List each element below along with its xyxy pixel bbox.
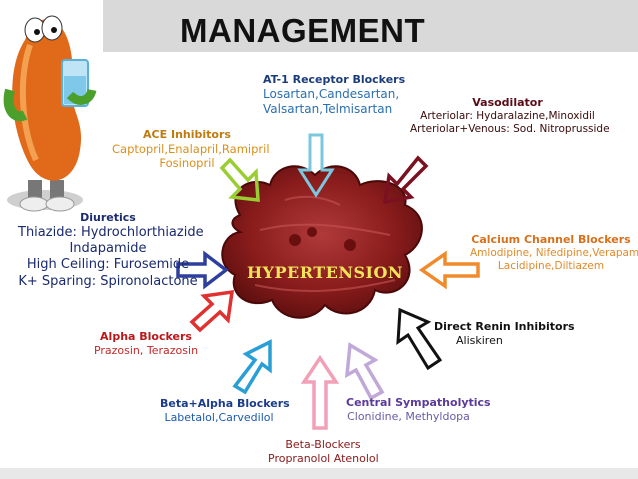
alpha-arrow xyxy=(189,289,235,333)
ace-arrow xyxy=(219,157,260,202)
beta-alpha-line-1: Labetalol,Carvedilol xyxy=(164,410,274,424)
ccb-line-1: Amlodipine, Nifedipine,Verapamil, xyxy=(470,246,638,259)
ccb-arrow xyxy=(418,250,480,290)
diuretics-line-3: High Ceiling: Furosemide xyxy=(26,257,190,273)
renin-title: Direct Renin Inhibitors xyxy=(434,320,575,333)
footer-bar xyxy=(0,468,638,479)
vasodilator-title: Vasodilator xyxy=(472,96,543,109)
alpha-title: Alpha Blockers xyxy=(100,330,192,343)
ace-group: ACE Inhibitors Captopril,Enalapril,Ramip… xyxy=(112,128,270,171)
at1-group: AT-1 Receptor Blockers Losartan,Candesar… xyxy=(263,73,406,117)
header-bar xyxy=(103,0,638,52)
diuretics-title: Diuretics xyxy=(80,211,136,224)
at1-line-2: Valsartan,Telmisartan xyxy=(263,101,393,116)
at1-arrow xyxy=(297,133,335,198)
hypertension-blob xyxy=(221,165,423,319)
central-arrow xyxy=(344,342,385,401)
alpha-group: Alpha Blockers Prazosin, Terazosin xyxy=(86,330,206,358)
ccb-line-2: Lacidipine,Diltiazem xyxy=(497,259,605,272)
renin-line-1: Aliskiren xyxy=(456,333,503,347)
beta-alpha-arrow xyxy=(232,339,272,395)
center-label: HYPERTENSION xyxy=(247,263,403,282)
beta-line-1: Propranolol Atenolol xyxy=(268,451,379,465)
ace-title: ACE Inhibitors xyxy=(143,128,231,141)
vasodilator-arrow xyxy=(382,155,429,205)
alpha-line-1: Prazosin, Terazosin xyxy=(93,343,199,357)
beta-alpha-title: Beta+Alpha Blockers xyxy=(160,397,290,410)
beta-title: Beta-Blockers xyxy=(285,438,361,451)
at1-title: AT-1 Receptor Blockers xyxy=(263,73,406,86)
ace-line-2: Fosinopril xyxy=(159,156,215,171)
page-title: MANAGEMENT xyxy=(180,12,426,49)
central-group: Central Sympatholytics Clonidine, Methyl… xyxy=(346,396,491,424)
vasodilator-group: Vasodilator Arteriolar: Hydaralazine,Min… xyxy=(410,96,610,136)
ccb-title: Calcium Channel Blockers xyxy=(471,233,631,246)
diuretics-line-1: Thiazide: Hydrochlorthiazide xyxy=(18,224,204,240)
diuretics-arrow xyxy=(176,250,229,290)
diuretics-line-4: K+ Sparing: Spironolactone xyxy=(18,273,198,289)
central-line-1: Clonidine, Methyldopa xyxy=(347,409,470,423)
ace-line-1: Captopril,Enalapril,Ramipril xyxy=(112,141,270,156)
vasodilator-line-2: Arteriolar+Venous: Sod. Nitroprusside xyxy=(410,122,610,135)
diuretics-line-2: Indapamide xyxy=(69,241,147,256)
beta-arrow xyxy=(300,354,340,430)
kidney-mascot-icon xyxy=(3,15,97,212)
central-title: Central Sympatholytics xyxy=(346,396,491,409)
at1-line-1: Losartan,Candesartan, xyxy=(263,86,400,101)
diuretics-group: Diuretics Thiazide: Hydrochlorthiazide I… xyxy=(18,211,204,290)
ccb-group: Calcium Channel Blockers Amlodipine, Nif… xyxy=(470,233,638,273)
beta-group: Beta-Blockers Propranolol Atenolol xyxy=(268,438,379,466)
beta-alpha-group: Beta+Alpha Blockers Labetalol,Carvedilol xyxy=(160,397,290,425)
renin-group: Direct Renin Inhibitors Aliskiren xyxy=(434,320,584,348)
vasodilator-line-1: Arteriolar: Hydaralazine,Minoxidil xyxy=(420,109,595,122)
renin-arrow xyxy=(396,307,443,371)
